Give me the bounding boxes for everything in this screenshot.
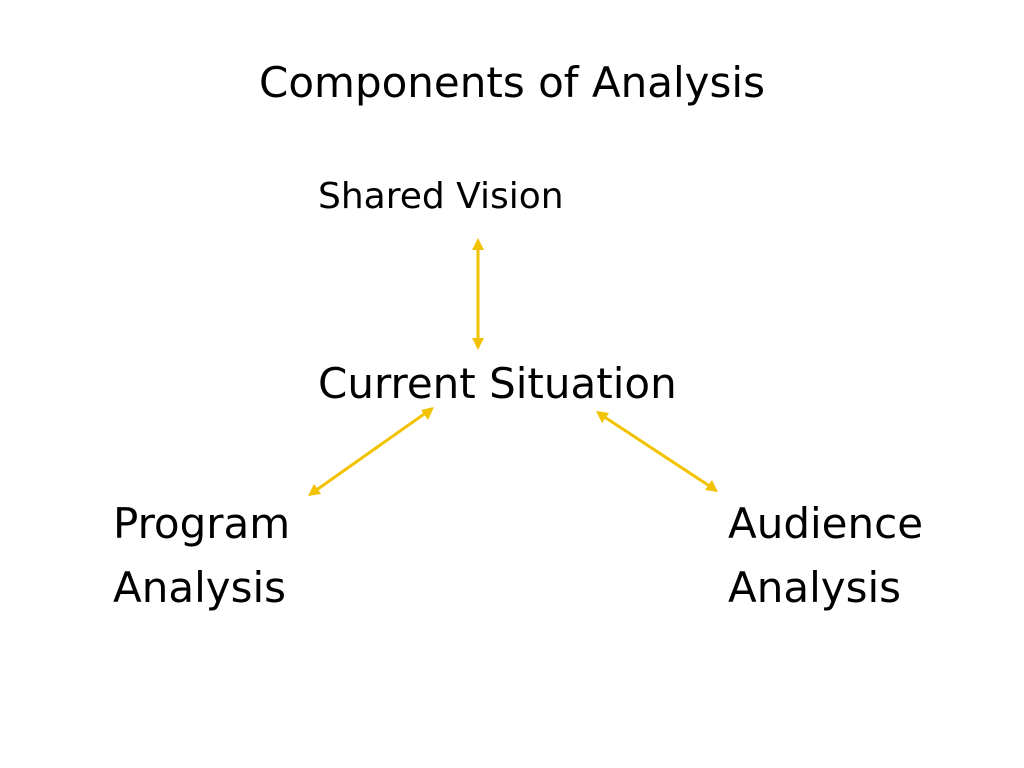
current-situation-label: Current Situation — [318, 359, 677, 408]
situation-audience-arrow — [596, 411, 718, 492]
program-analysis-line-2: Analysis — [113, 563, 287, 612]
vision-situation-arrow — [472, 238, 484, 350]
situation-program-arrow — [308, 407, 434, 496]
program-analysis-line-1: Program — [113, 499, 291, 548]
audience-analysis-label: Audience Analysis — [728, 492, 923, 620]
audience-analysis-line-1: Audience — [728, 499, 924, 548]
shared-vision-label: Shared Vision — [318, 176, 564, 217]
audience-analysis-line-2: Analysis — [728, 563, 902, 612]
program-analysis-label: Program Analysis — [113, 492, 290, 620]
slide-title: Components of Analysis — [259, 58, 765, 107]
